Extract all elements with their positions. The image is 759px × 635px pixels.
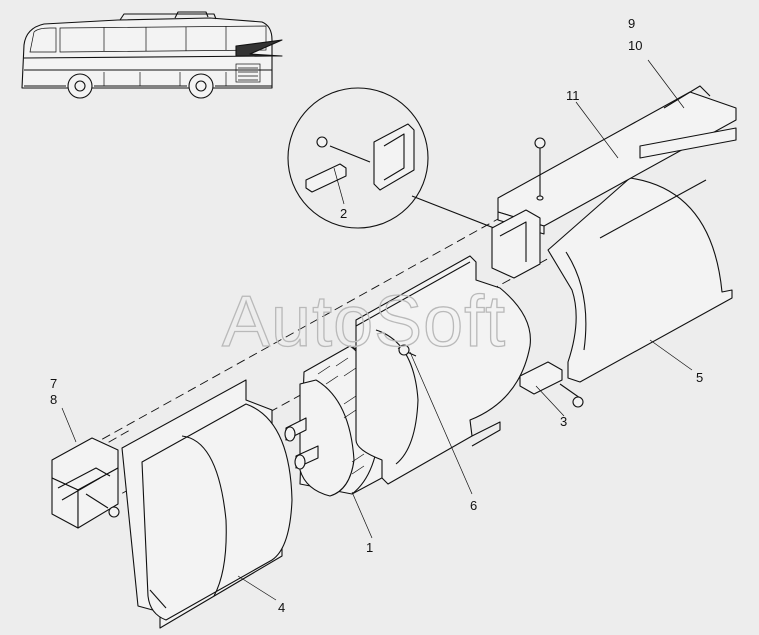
bus-thumbnail (21, 11, 283, 99)
callout-4: 4 (278, 600, 285, 615)
screw-part-6 (397, 344, 417, 357)
callout-10: 10 (628, 38, 642, 53)
left-end-cover (121, 379, 293, 629)
callout-2: 2 (340, 206, 347, 221)
callout-leader-lines (61, 59, 693, 601)
callout-5: 5 (696, 370, 703, 385)
callout-7: 7 (50, 376, 57, 391)
callout-labels: 9 10 11 2 3 5 6 7 8 1 4 (50, 16, 703, 615)
right-cover (547, 177, 733, 383)
callout-9: 9 (628, 16, 635, 31)
small-clip (519, 361, 584, 408)
callout-6: 6 (470, 498, 477, 513)
callout-3: 3 (560, 414, 567, 429)
callout-11: 11 (566, 88, 580, 103)
center-housing-shell (355, 255, 531, 485)
watermark-text: AutoSoft (222, 282, 506, 362)
callout-8: 8 (50, 392, 57, 407)
left-mounting-bracket (51, 437, 120, 529)
callout-1: 1 (366, 540, 373, 555)
detail-inset-circle (287, 87, 541, 279)
